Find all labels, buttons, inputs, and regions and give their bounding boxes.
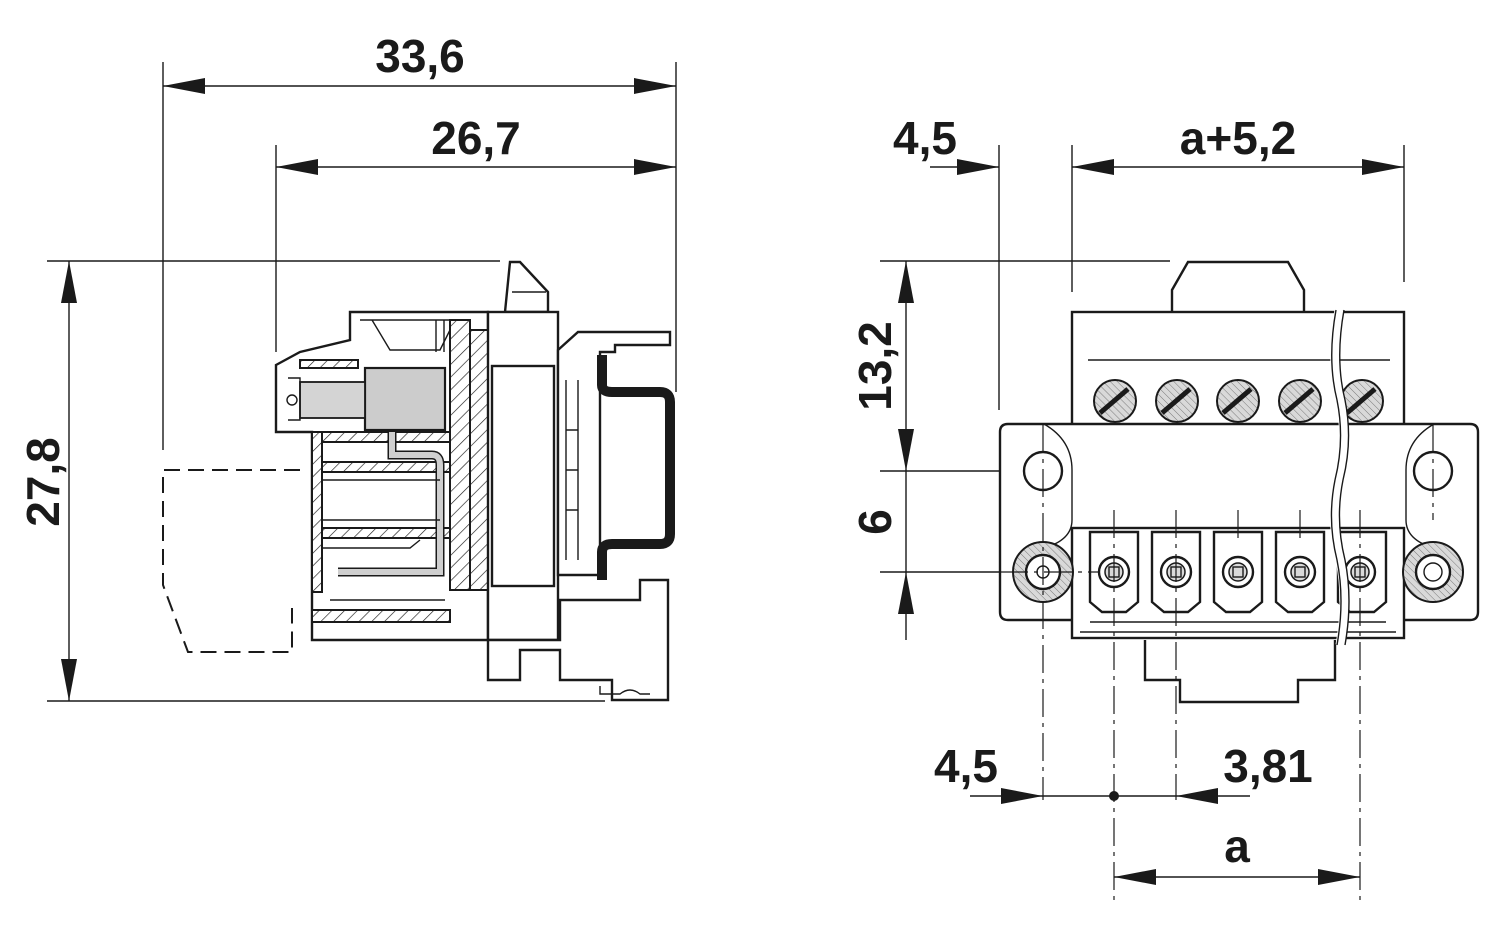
connector-body: [274, 260, 675, 702]
break-line: [1329, 309, 1349, 646]
label-total-width: 33,6: [375, 30, 465, 82]
dimension-width-formula: a+5,2: [1072, 112, 1404, 175]
flange-screw-icon: [1402, 541, 1464, 603]
screw-icon: [1093, 379, 1137, 423]
label-span: a: [1224, 820, 1250, 872]
dimension-upper-height: 13,2: [849, 261, 914, 471]
dimension-total-height: 27,8: [17, 261, 77, 701]
top-cover: [1170, 260, 1306, 312]
label-pitch: 3,81: [1223, 740, 1313, 792]
label-width-formula: a+5,2: [1180, 112, 1296, 164]
dimension-lower-height: 6: [849, 471, 914, 640]
dimension-span: a: [1114, 820, 1360, 885]
front-view: 4,5 a+5,2 13,2 6: [849, 112, 1480, 900]
bottom-shoe: [1143, 640, 1337, 704]
side-view: 33,6 26,7 27,8: [17, 30, 677, 702]
label-upper-height: 13,2: [849, 321, 901, 411]
screw-row: [1093, 379, 1384, 423]
label-flange-offset: 4,5: [893, 112, 957, 164]
screw-icon: [1340, 379, 1384, 423]
dimension-total-width: 33,6: [163, 30, 676, 94]
screw-icon: [1278, 379, 1322, 423]
pin-socket: [1274, 530, 1326, 614]
screw-icon: [1155, 379, 1199, 423]
label-total-height: 27,8: [17, 437, 69, 527]
pin-socket: [1336, 530, 1388, 614]
label-mount-offset: 4,5: [934, 740, 998, 792]
pin-socket: [1212, 530, 1264, 614]
mating-outline: [162, 469, 300, 653]
dimension-body-width: 26,7: [276, 112, 676, 175]
screw-icon: [1216, 379, 1260, 423]
label-lower-height: 6: [849, 509, 901, 535]
clamp-block: [363, 366, 447, 432]
dimension-mount-offset: 4,5 3,81: [934, 740, 1313, 804]
dimension-flange-offset: 4,5: [893, 112, 1114, 175]
label-body-width: 26,7: [431, 112, 521, 164]
